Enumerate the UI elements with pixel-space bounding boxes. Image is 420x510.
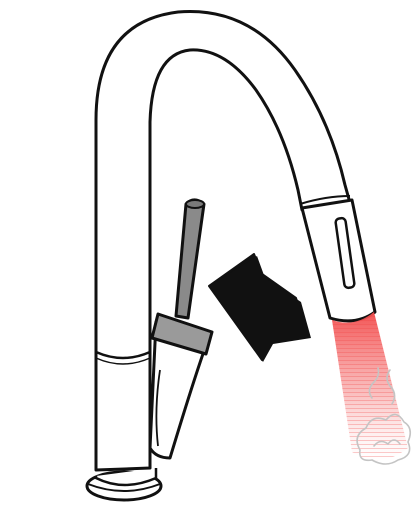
push-back-arrow-icon xyxy=(209,254,311,362)
faucet-lever xyxy=(150,200,212,458)
faucet-base xyxy=(87,468,161,500)
spray-head xyxy=(300,196,375,321)
